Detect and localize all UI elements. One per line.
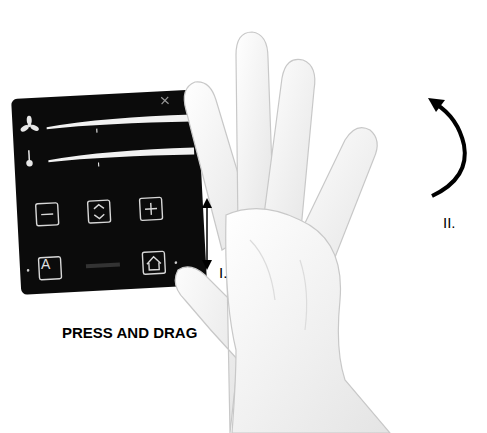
callout-number: II.	[443, 214, 456, 231]
double-arrow	[202, 198, 212, 270]
callout-number: I.	[219, 264, 227, 281]
curved-arrow	[428, 98, 465, 196]
control-panel	[11, 89, 207, 294]
gloved-hand	[175, 32, 390, 433]
button-letter: A	[41, 256, 50, 272]
instruction-text: PRESS AND DRAG	[62, 324, 197, 341]
